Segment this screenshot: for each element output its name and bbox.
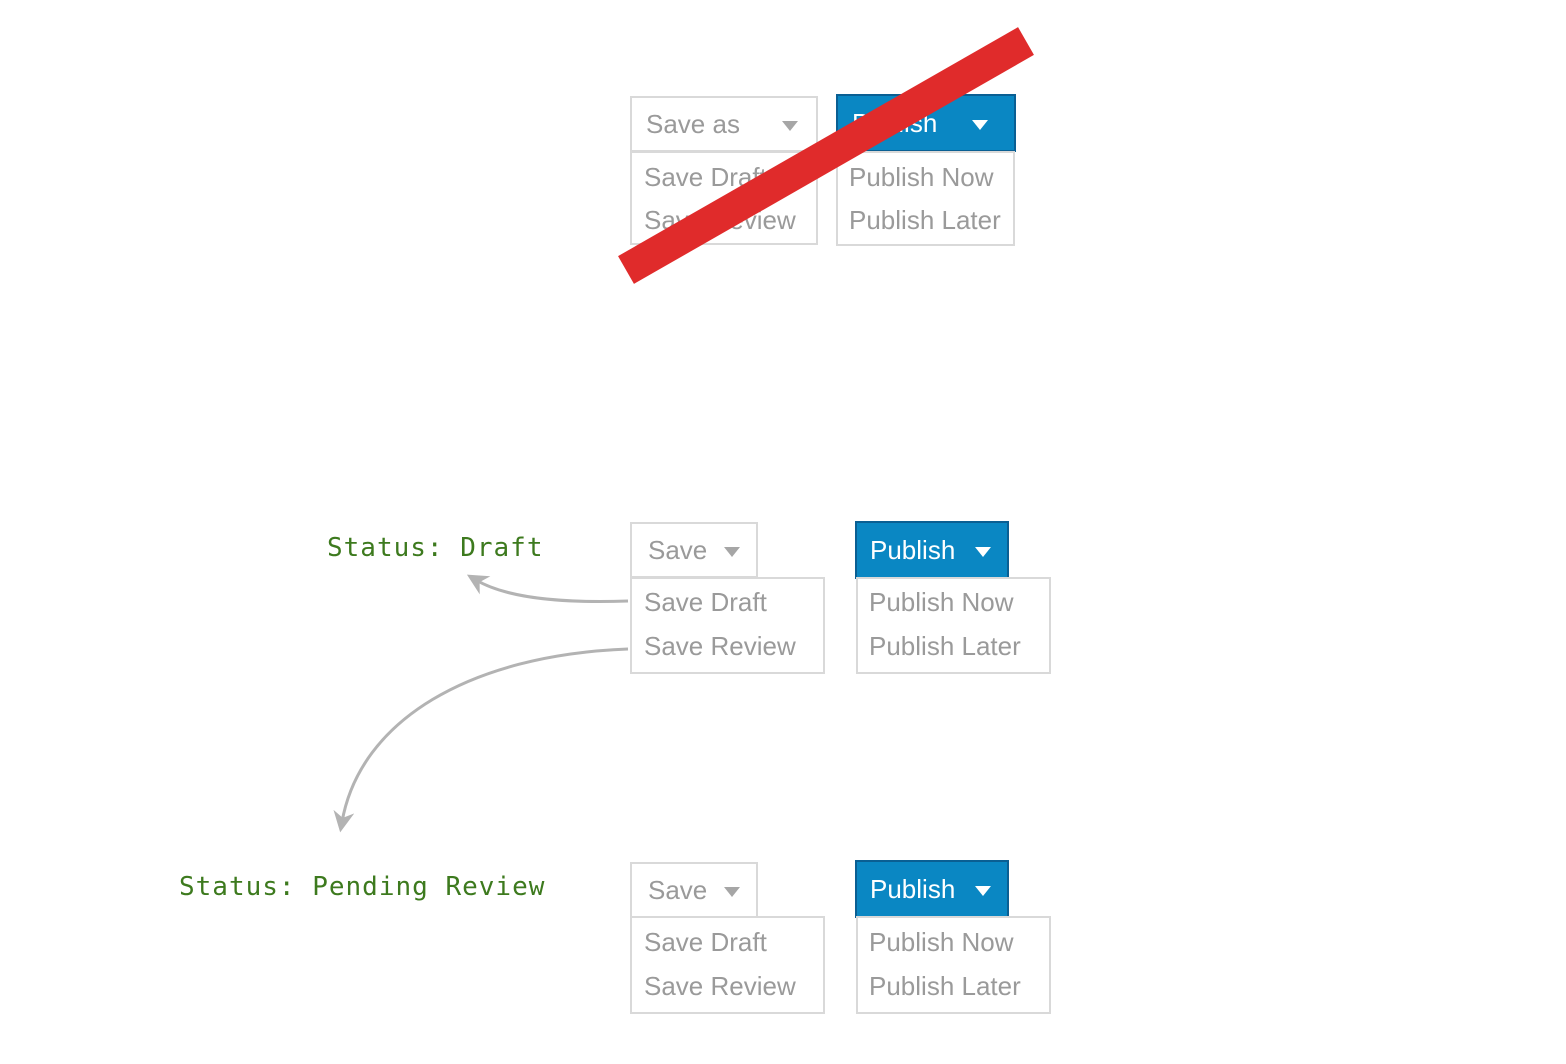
save-menu — [630, 916, 825, 1014]
arrow-to-status-pending-review — [333, 647, 629, 833]
menu-item-save-review[interactable]: Save Review — [644, 631, 796, 661]
publish-label: Publish — [870, 534, 956, 565]
menu-item-publish-later[interactable]: Publish Later — [849, 205, 1001, 235]
menu-item-publish-later[interactable]: Publish Later — [869, 631, 1021, 661]
publish-menu — [836, 151, 1015, 246]
chevron-down-icon — [724, 887, 740, 897]
menu-item-save-draft[interactable]: Save Draft — [644, 587, 767, 617]
save-as-label: Save as — [646, 108, 740, 139]
save-dropdown-button[interactable]: Save — [630, 862, 758, 918]
chevron-down-icon — [975, 886, 991, 896]
arrow-to-status-draft — [466, 574, 629, 604]
publish-menu — [856, 916, 1051, 1014]
save-label: Save — [648, 534, 708, 565]
menu-item-publish-later[interactable]: Publish Later — [869, 971, 1021, 1001]
menu-item-publish-now[interactable]: Publish Now — [869, 587, 1014, 617]
menu-item-publish-now[interactable]: Publish Now — [849, 162, 994, 192]
chevron-down-icon — [972, 120, 988, 130]
publish-dropdown-button[interactable]: Publish — [855, 860, 1009, 918]
menu-item-publish-now[interactable]: Publish Now — [869, 927, 1014, 957]
menu-item-save-draft[interactable]: Save Draft — [644, 927, 767, 957]
save-as-dropdown-button[interactable]: Save as — [630, 96, 818, 152]
save-dropdown-button[interactable]: Save — [630, 522, 758, 578]
chevron-down-icon — [724, 547, 740, 557]
publish-menu — [856, 577, 1051, 674]
menu-item-save-review[interactable]: Save Review — [644, 971, 796, 1001]
chevron-down-icon — [782, 121, 798, 131]
publish-label: Publish — [870, 873, 956, 904]
save-label: Save — [648, 874, 708, 905]
strike-through-bar — [618, 27, 1034, 284]
save-menu — [630, 577, 825, 674]
chevron-down-icon — [975, 547, 991, 557]
status-draft-label: Status: Draft — [327, 533, 544, 563]
status-pending-review-label: Status: Pending Review — [179, 872, 546, 902]
